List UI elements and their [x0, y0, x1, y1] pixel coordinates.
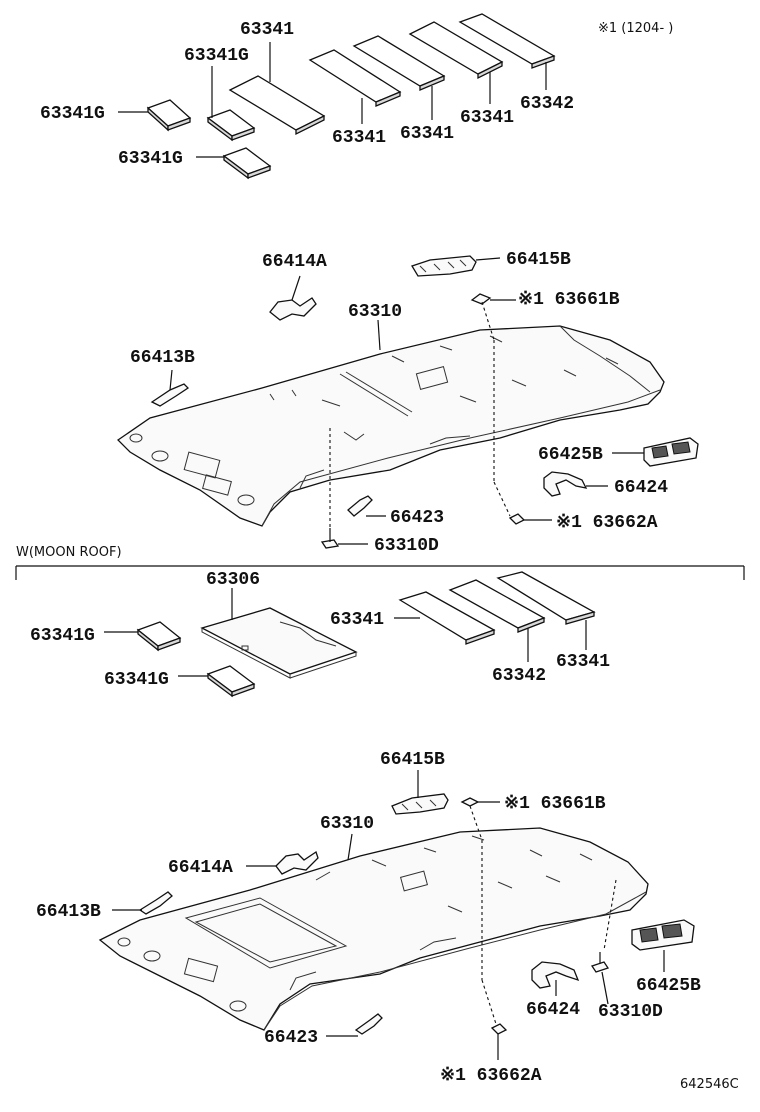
label-lower-66414a[interactable]: 66414A: [168, 858, 233, 878]
label-upper-63662a[interactable]: ※1 63662A: [556, 513, 658, 533]
label-upper-63341-d[interactable]: 63341: [460, 108, 514, 128]
lower-headliner-63310[interactable]: [98, 827, 649, 1031]
lower-pin-63310d[interactable]: [590, 952, 610, 973]
upper-pad-leaders: [118, 42, 547, 158]
pad-63341-d[interactable]: [408, 21, 504, 80]
label-lower-66425b[interactable]: 66425B: [636, 976, 701, 996]
diagram-code: 642546C: [680, 1077, 739, 1092]
lower-visor-holder-66425b[interactable]: [631, 919, 695, 951]
label-upper-66415b[interactable]: 66415B: [506, 250, 571, 270]
label-upper-63310[interactable]: 63310: [348, 302, 402, 322]
label-upper-66424[interactable]: 66424: [614, 478, 668, 498]
note-top: ※1 (1204- ): [598, 21, 673, 36]
label-upper-66414a[interactable]: 66414A: [262, 252, 327, 272]
label-upper-66425b[interactable]: 66425B: [538, 445, 603, 465]
upper-headliner-63310[interactable]: [116, 325, 665, 527]
upper-pin-63310d[interactable]: [320, 528, 340, 549]
upper-clip-66423[interactable]: [347, 495, 373, 517]
label-lower-63341g-a[interactable]: 63341G: [30, 626, 95, 646]
label-upper-63341g-b[interactable]: 63341G: [40, 104, 105, 124]
label-upper-66413b[interactable]: 66413B: [130, 348, 195, 368]
label-lower-66413b[interactable]: 66413B: [36, 902, 101, 922]
pad-63342[interactable]: [458, 13, 556, 69]
pad-63341-left[interactable]: [228, 75, 326, 136]
lower-clip-66423[interactable]: [354, 1013, 383, 1035]
label-lower-66423[interactable]: 66423: [264, 1028, 318, 1048]
label-upper-63341-c[interactable]: 63341: [400, 124, 454, 144]
lower-clip-66415b[interactable]: [391, 793, 449, 815]
upper-pads: [146, 13, 556, 180]
lower-pads: [136, 571, 596, 698]
label-lower-63341-b[interactable]: 63341: [556, 652, 610, 672]
pad-63341g-mid[interactable]: [206, 109, 256, 142]
label-lower-63306[interactable]: 63306: [206, 570, 260, 590]
label-lower-63342[interactable]: 63342: [492, 666, 546, 686]
upper-clip-66414a[interactable]: [269, 297, 317, 321]
moonroof-divider: [15, 565, 745, 580]
label-upper-63341g-a[interactable]: 63341G: [184, 46, 249, 66]
lower-leaders: [112, 770, 665, 1060]
upper-clip-66424[interactable]: [543, 471, 588, 497]
labels: ※1 (1204- ) W(MOON ROOF) 642546C 63341 6…: [16, 20, 739, 1092]
lower-clip-63662a[interactable]: [490, 1023, 508, 1035]
lower-pad-63342[interactable]: [448, 579, 546, 633]
label-lower-63341g-b[interactable]: 63341G: [104, 670, 169, 690]
label-upper-63342[interactable]: 63342: [520, 94, 574, 114]
label-lower-63661b[interactable]: ※1 63661B: [504, 794, 606, 814]
label-upper-63661b[interactable]: ※1 63661B: [518, 290, 620, 310]
label-lower-63310d[interactable]: 63310D: [598, 1002, 663, 1022]
upper-clip-66415b[interactable]: [411, 255, 477, 277]
lower-clip-66414a[interactable]: [275, 850, 319, 875]
label-lower-66424[interactable]: 66424: [526, 1000, 580, 1020]
label-upper-63341-a[interactable]: 63341: [240, 20, 294, 40]
lower-pad-63341-b[interactable]: [496, 571, 596, 625]
lower-pad-63341-a[interactable]: [398, 591, 496, 645]
pad-63341-c[interactable]: [352, 35, 446, 91]
label-upper-63341g-c[interactable]: 63341G: [118, 149, 183, 169]
label-upper-63341-b[interactable]: 63341: [332, 128, 386, 148]
pad-63341g-low[interactable]: [222, 147, 272, 180]
lower-clip-66424[interactable]: [531, 961, 580, 989]
pad-63341-b[interactable]: [308, 49, 402, 107]
label-upper-63310d[interactable]: 63310D: [374, 536, 439, 556]
lower-clip-63661b[interactable]: [460, 797, 480, 807]
label-upper-66423[interactable]: 66423: [390, 508, 444, 528]
upper-visor-holder-66425b[interactable]: [643, 437, 699, 467]
label-lower-63662a[interactable]: ※1 63662A: [440, 1066, 542, 1086]
upper-clip-63661b[interactable]: [470, 293, 492, 305]
lower-pad-63341g-a[interactable]: [136, 621, 182, 652]
pad-63341g-left[interactable]: [146, 99, 192, 132]
lower-pad-leaders: [104, 588, 587, 677]
label-lower-63310[interactable]: 63310: [320, 814, 374, 834]
lower-pad-63341g-b[interactable]: [206, 665, 256, 698]
lower-clip-66413b[interactable]: [138, 891, 173, 915]
upper-clip-63662a[interactable]: [508, 513, 526, 525]
label-lower-63341-a[interactable]: 63341: [330, 610, 384, 630]
section-label-moonroof: W(MOON ROOF): [16, 545, 122, 560]
label-lower-66415b[interactable]: 66415B: [380, 750, 445, 770]
lower-sunshade-63306[interactable]: [200, 607, 358, 679]
upper-leaders: [169, 257, 644, 545]
